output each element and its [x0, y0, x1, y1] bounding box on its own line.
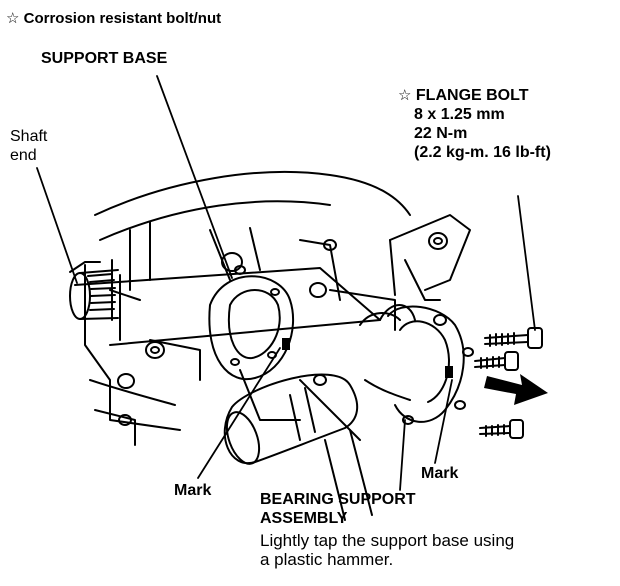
mark-left-label: Mark [174, 482, 212, 499]
shaft-end-label: Shaft end [10, 127, 47, 165]
shaft-end-splines [69, 261, 119, 320]
support-base [208, 265, 295, 381]
instruction-line2: a plastic hammer. [260, 550, 394, 569]
flange-bolt-label: ☆ FLANGE BOLT 8 x 1.25 mm 22 N-m (2.2 kg… [398, 86, 551, 162]
bearing-support-assembly [359, 305, 474, 425]
flange-bolt-torque: 22 N-m [414, 125, 468, 142]
driveshaft [74, 267, 416, 346]
bearing-support-label: BEARING SUPPORT ASSEMBLY [260, 490, 416, 528]
instruction-text: Lightly tap the support base using a pla… [260, 531, 514, 569]
support-bracket [389, 214, 471, 301]
bearing-support-line1: BEARING SUPPORT [260, 491, 416, 508]
bearing-support-line2: ASSEMBLY [260, 510, 348, 527]
star-icon: ☆ [6, 10, 20, 27]
shaft-end-line2: end [10, 147, 37, 164]
mark-right-label: Mark [421, 465, 459, 482]
star-icon-flange: ☆ [398, 87, 412, 104]
plastic-hammer [223, 373, 373, 521]
mark-left [282, 338, 290, 350]
instruction-line1: Lightly tap the support base using [260, 531, 515, 550]
leader-lines [36, 75, 536, 491]
support-base-label: SUPPORT BASE [41, 50, 168, 67]
flange-bolt-torque-alt: (2.2 kg-m. 16 lb-ft) [414, 144, 551, 161]
flange-bolts [474, 327, 543, 439]
transmission-case [84, 170, 411, 446]
flange-bolt-size: 8 x 1.25 mm [414, 106, 505, 123]
corrosion-note: ☆ Corrosion resistant bolt/nut [6, 9, 221, 27]
flange-bolt-title: FLANGE BOLT [415, 87, 529, 104]
shaft-end-line1: Shaft [10, 128, 48, 145]
mark-right [445, 366, 453, 378]
corrosion-note-text: Corrosion resistant bolt/nut [23, 10, 222, 27]
direction-arrow-icon [484, 374, 548, 405]
